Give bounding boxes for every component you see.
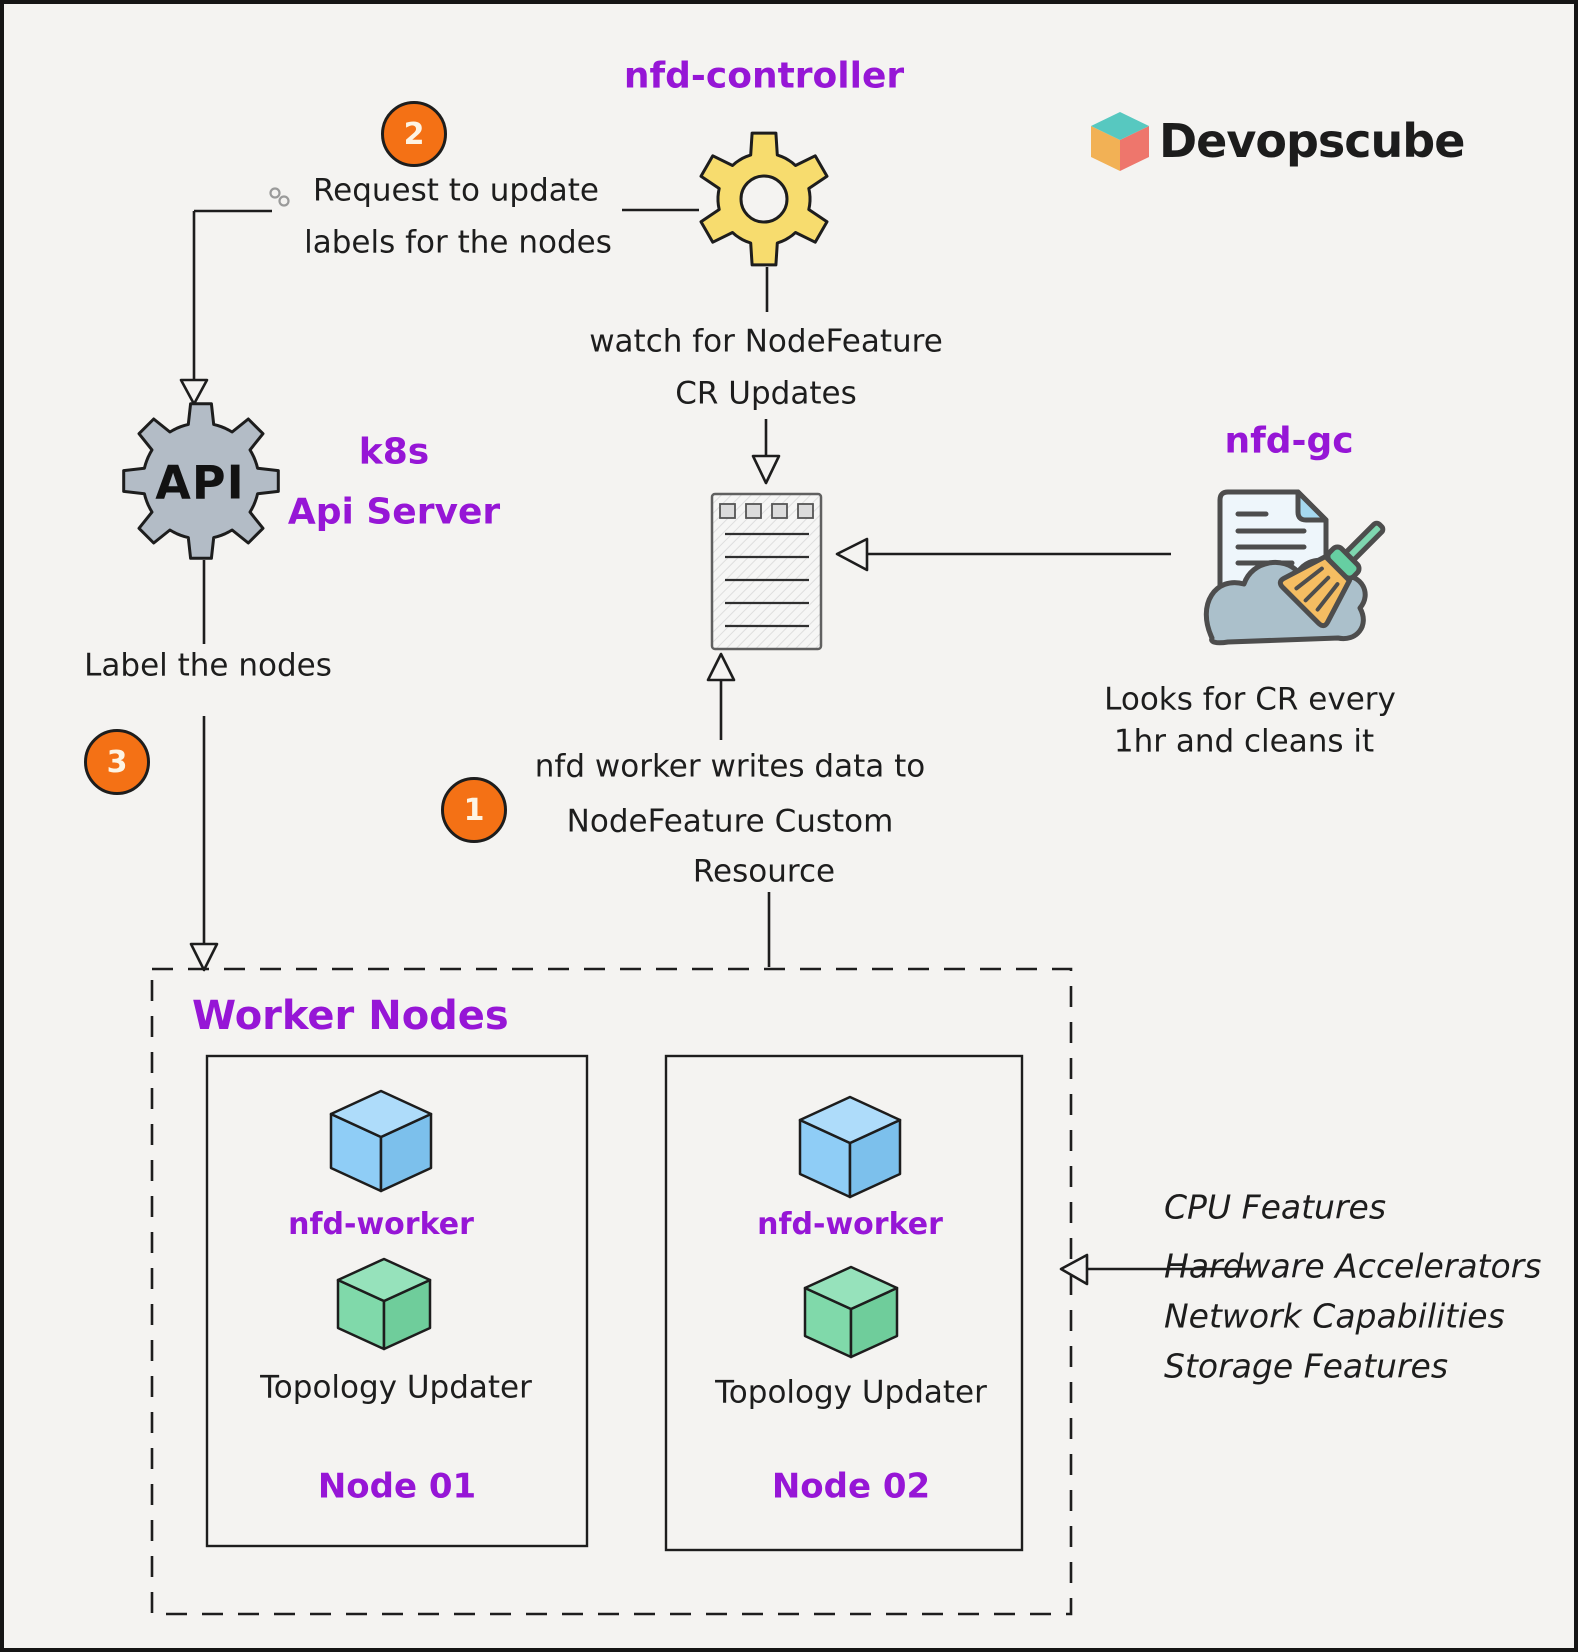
node-02-updater-label: Topology Updater bbox=[715, 1374, 987, 1411]
step-1-text-line1: nfd worker writes data to bbox=[534, 748, 926, 785]
topology-updater-cube-icon bbox=[336, 1257, 432, 1351]
arrow-up-into-cr-icon bbox=[706, 652, 736, 682]
step-1-number: 1 bbox=[463, 792, 485, 828]
logo-text: Devopscube bbox=[1159, 114, 1465, 168]
connector-lines bbox=[192, 208, 1251, 1271]
nfd-worker-cube-icon bbox=[798, 1095, 902, 1199]
arrow-down-into-worker-box-icon bbox=[189, 942, 219, 972]
step-1-text-line3: Resource bbox=[692, 853, 836, 890]
diagram-artwork bbox=[122, 112, 1386, 1616]
node-02-name: Node 02 bbox=[771, 1466, 931, 1507]
step-2-text-line1: Request to update bbox=[313, 172, 599, 209]
arrowheads bbox=[179, 378, 1089, 1286]
step-3-text: Label the nodes bbox=[84, 647, 332, 684]
feature-item: CPU Features bbox=[1164, 1187, 1387, 1227]
node-01-worker-label: nfd-worker bbox=[288, 1207, 474, 1242]
controller-title: nfd-controller bbox=[623, 55, 905, 97]
node-02-worker-label: nfd-worker bbox=[757, 1207, 943, 1242]
step-1-text-line2: NodeFeature Custom bbox=[566, 803, 894, 840]
feature-item: Storage Features bbox=[1164, 1346, 1449, 1386]
link-icon bbox=[269, 187, 290, 207]
node-02-box bbox=[664, 1054, 1024, 1552]
step-3-badge: 3 bbox=[84, 729, 150, 795]
step-2-number: 2 bbox=[403, 116, 425, 152]
step-2-text-line2: labels for the nodes bbox=[304, 224, 612, 261]
step-3-number: 3 bbox=[106, 744, 128, 780]
arrow-left-into-cr-icon bbox=[835, 537, 869, 572]
node-01-name: Node 01 bbox=[317, 1466, 477, 1507]
arrow-down-into-cr-icon bbox=[751, 454, 781, 485]
node-feature-cr-document-icon bbox=[710, 492, 823, 651]
nfd-gc-title: nfd-gc bbox=[1224, 420, 1354, 462]
watch-note-line1: watch for NodeFeature bbox=[589, 323, 943, 360]
worker-nodes-title: Worker Nodes bbox=[192, 993, 509, 1039]
node-01-updater-label: Topology Updater bbox=[260, 1369, 532, 1406]
topology-updater-cube-icon bbox=[803, 1265, 899, 1359]
arrow-left-into-box-icon bbox=[1059, 1253, 1089, 1286]
step-2-badge: 2 bbox=[381, 101, 447, 167]
api-server-gear-icon bbox=[122, 402, 280, 560]
nfd-gc-desc-line2: 1hr and cleans it bbox=[1113, 723, 1375, 760]
nfd-gc-desc-line1: Looks for CR every bbox=[1104, 681, 1396, 718]
watch-note-line2: CR Updates bbox=[675, 375, 857, 412]
controller-gear-icon bbox=[699, 131, 829, 267]
feature-item: Hardware Accelerators bbox=[1164, 1246, 1542, 1286]
nfd-worker-cube-icon bbox=[329, 1089, 433, 1193]
logo-cube-icon bbox=[1091, 112, 1149, 171]
node-01-box bbox=[205, 1054, 589, 1548]
step-1-badge: 1 bbox=[441, 777, 507, 843]
api-server-label-line2: Api Server bbox=[287, 491, 501, 533]
worker-nodes-box bbox=[150, 967, 1073, 1616]
arrow-down-into-api-icon bbox=[179, 378, 209, 406]
api-server-label-line1: k8s bbox=[358, 431, 430, 473]
document-broom-cleaner-icon bbox=[1203, 489, 1386, 646]
feature-item: Network Capabilities bbox=[1164, 1296, 1505, 1336]
api-gear-text: API bbox=[155, 455, 245, 510]
